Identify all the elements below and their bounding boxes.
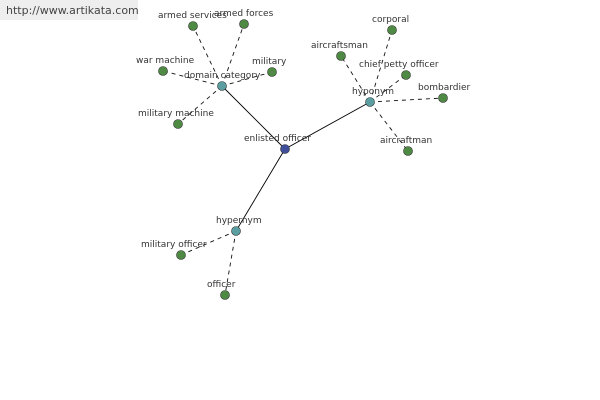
watermark-url: http://www.artikata.com bbox=[6, 4, 139, 17]
leaf-node-aircraftman[interactable] bbox=[403, 146, 413, 156]
leaf-node-officer[interactable] bbox=[220, 290, 230, 300]
nodes-layer bbox=[158, 19, 448, 300]
edge-enlisted-officer-hypernym bbox=[235, 148, 286, 232]
leaf-label-aircraftsman: aircraftsman bbox=[311, 41, 368, 51]
edge-domain-category-armed-forces bbox=[221, 23, 245, 87]
edge-enlisted-officer-domain-category bbox=[221, 85, 286, 150]
edge-enlisted-officer-hyponym bbox=[284, 101, 371, 150]
leaf-node-military-officer[interactable] bbox=[176, 250, 186, 260]
hub-node-hypernym[interactable] bbox=[231, 226, 241, 236]
labels-layer: enlisted officer domain category hyponym hy… bbox=[136, 9, 471, 290]
leaf-node-military-machine[interactable] bbox=[173, 119, 183, 129]
leaf-node-aircraftsman[interactable] bbox=[336, 51, 346, 61]
edge-domain-category-military-machine bbox=[177, 85, 223, 125]
hub-label-domain-category: domain category bbox=[184, 71, 261, 81]
leaf-node-armed-services[interactable] bbox=[188, 21, 198, 31]
leaf-node-corporal[interactable] bbox=[387, 25, 397, 35]
leaf-label-bombardier: bombardier bbox=[418, 83, 471, 93]
center-label-enlisted-officer: enlisted officer bbox=[244, 134, 311, 144]
leaf-node-bombardier[interactable] bbox=[438, 93, 448, 103]
leaf-node-war-machine[interactable] bbox=[158, 66, 168, 76]
leaf-label-military: military bbox=[252, 57, 287, 67]
hub-label-hyponym: hyponym bbox=[352, 87, 394, 97]
edges-layer bbox=[162, 23, 444, 296]
edge-hyponym-bombardier bbox=[369, 97, 444, 103]
watermark: http://www.artikata.com bbox=[0, 0, 139, 20]
leaf-label-aircraftman: aircraftman bbox=[380, 136, 432, 146]
leaf-label-corporal: corporal bbox=[372, 15, 409, 25]
leaf-label-armed-services: armed services bbox=[158, 11, 227, 21]
center-node-enlisted-officer[interactable] bbox=[280, 144, 290, 154]
hub-node-domain-category[interactable] bbox=[217, 81, 227, 91]
leaf-label-war-machine: war machine bbox=[136, 56, 195, 66]
edge-hypernym-officer bbox=[224, 230, 237, 296]
edge-domain-category-war-machine bbox=[162, 70, 223, 87]
edge-hyponym-aircraftman bbox=[369, 101, 409, 152]
leaf-label-armed-forces: armed forces bbox=[214, 9, 274, 19]
leaf-node-armed-forces[interactable] bbox=[239, 19, 249, 29]
leaf-node-military[interactable] bbox=[267, 67, 277, 77]
leaf-node-chief-petty-officer[interactable] bbox=[401, 70, 411, 80]
leaf-label-military-officer: military officer bbox=[141, 240, 207, 250]
edge-domain-category-armed-services bbox=[192, 25, 223, 87]
leaf-label-officer: officer bbox=[207, 280, 236, 290]
edge-hypernym-military-officer bbox=[180, 230, 237, 256]
hub-label-hypernym: hypernym bbox=[216, 216, 262, 226]
leaf-label-chief-petty-officer: chief petty officer bbox=[359, 60, 439, 70]
hub-node-hyponym[interactable] bbox=[365, 97, 375, 107]
leaf-label-military-machine: military machine bbox=[138, 109, 214, 119]
edge-hyponym-aircraftsman bbox=[340, 55, 371, 103]
edge-domain-category-military bbox=[221, 71, 273, 87]
